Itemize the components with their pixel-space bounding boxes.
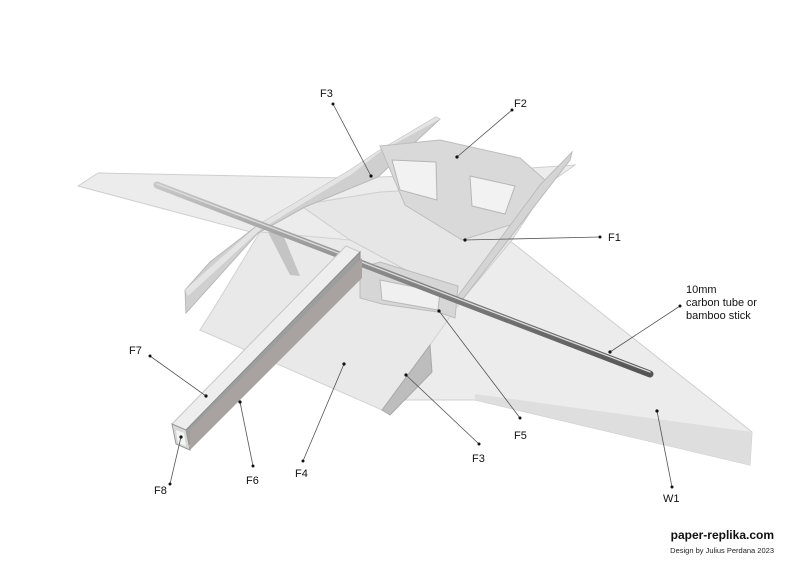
leader-f7 [149,355,207,397]
label-f6: F6 [246,475,259,487]
leader-dots [148,102,682,489]
label-w1: W1 [663,493,680,505]
leader-f2 [456,109,513,158]
bulkhead-f2-window-right [469,175,516,215]
wing-w1-edge [475,394,752,465]
label-f1: F1 [608,232,621,244]
label-f4: F4 [295,468,308,480]
label-f5: F5 [514,430,527,442]
credit-site: paper-replika.com [670,528,774,542]
bulkhead-f2-window-left [391,159,438,201]
leader-tube [609,305,681,353]
leader-f5 [438,310,521,419]
leader-f4 [302,363,345,462]
side-wall-f3-rear [381,343,433,416]
leader-f1 [464,236,601,241]
label-tube-line1: 10mm [686,284,717,296]
label-tube-line2: carbon tube or [686,297,757,309]
label-f2: F2 [514,98,527,110]
leader-f8 [169,436,182,485]
side-wall-f3-right [454,150,573,301]
label-f3-top: F3 [320,88,333,100]
carbon-tube [153,181,654,378]
label-f3-bottom: F3 [472,453,485,465]
leader-f3-top [332,103,372,177]
boom-f6-side-face [190,258,362,450]
credit-designer: Design by Julius Perdana 2023 [670,546,774,555]
leader-f3-bottom [405,374,480,445]
label-f7: F7 [129,345,142,357]
leader-w1 [656,410,673,488]
label-f8: F8 [154,485,167,497]
label-tube-line3: bamboo stick [686,310,751,322]
carbon-tube-highlight [156,183,651,373]
leader-lines [149,103,681,488]
leader-f6 [239,401,254,467]
cockpit-wall-inner [268,232,300,276]
